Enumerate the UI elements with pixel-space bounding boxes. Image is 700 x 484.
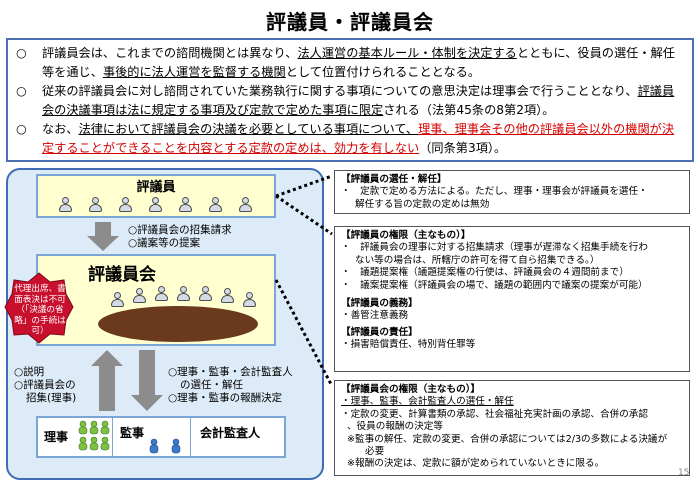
appointment-text: ○理事・監事・会計監査人 bbox=[168, 366, 293, 378]
explanation-text: ○説明 bbox=[14, 366, 45, 378]
person-icon bbox=[88, 197, 102, 212]
box-heading: 【評議員の義務】 bbox=[341, 298, 418, 310]
box-line: ・善管注意義務 bbox=[341, 310, 409, 322]
person-icon bbox=[178, 197, 192, 212]
director-label: 理事 bbox=[44, 430, 69, 444]
person-icon bbox=[118, 197, 132, 212]
dotted-connectors bbox=[274, 174, 334, 387]
arrow-down-icon bbox=[87, 222, 119, 251]
box-heading: 【評議員の権限（主なもの）】 bbox=[341, 230, 471, 241]
divider bbox=[112, 416, 113, 458]
arrow-down-icon bbox=[131, 350, 163, 411]
person-icon bbox=[154, 286, 168, 301]
person-icon bbox=[132, 288, 146, 303]
box-line: ※報酬の決定は、定款に額が定められていないときに限る。 bbox=[347, 458, 605, 470]
box-heading: 【評議員の責任】 bbox=[341, 326, 418, 338]
councilor-authority-box: 【評議員の権限（主なもの）】 ・ 評議員会の理事に対する招集請求（理事が遅滞なく… bbox=[334, 226, 690, 372]
person-icon bbox=[110, 292, 124, 307]
accounting-auditor-label: 会計監査人 bbox=[200, 426, 261, 440]
box-line: ・ 議案提案権（評議員会の場で、議題の範囲内で議案の提案が可能） bbox=[341, 279, 648, 291]
box-line: ・損害賠償責任、特別背任罪等 bbox=[341, 339, 476, 351]
box-line: ・理事、監事、会計監査人の選任・解任 bbox=[341, 396, 514, 408]
person-icon bbox=[208, 197, 222, 212]
bullet: ○ bbox=[16, 122, 27, 136]
box-line: ・ 定款で定める方法による。ただし、理事・理事会が評議員を選任・ bbox=[341, 186, 648, 198]
bullet: ○ bbox=[16, 46, 27, 60]
person-icon bbox=[242, 292, 256, 307]
remuneration-text: ○理事・監事の報酬決定 bbox=[168, 392, 283, 404]
summary-paragraph-2: ○従来の評議員会に対し諮問されていた業務執行に関する事項についての意思決定は理事… bbox=[16, 84, 675, 117]
appointment-text-2: の選任・解任 bbox=[180, 379, 243, 391]
proxy-warning-shape bbox=[4, 272, 74, 344]
auditor-label: 監事 bbox=[120, 426, 145, 440]
person-icon bbox=[58, 197, 72, 212]
councilor-label: 評議員 bbox=[136, 180, 176, 195]
proposal-text: ○議案等の提案 bbox=[128, 237, 201, 249]
councilor-appointment-box: 【評議員の選任・解任】 ・ 定款で定める方法による。ただし、理事・理事会が評議員… bbox=[334, 170, 690, 214]
meeting-table bbox=[98, 306, 258, 342]
summary-paragraph-3: ○なお、法律において評議員会の決議を必要としている事項について、理事、理事会その… bbox=[16, 122, 675, 155]
convocation-request-text: ○評議員会の招集請求 bbox=[128, 224, 232, 236]
box-line: ない等の場合は、所轄庁の許可を得て自ら招集できる。） bbox=[355, 254, 600, 266]
page-title: 評議員・評議員会 bbox=[266, 10, 434, 34]
officers-box bbox=[36, 416, 286, 458]
box-line: ・定款の変更、計算書類の承認、社会福祉充実計画の承認、合併の承認 bbox=[341, 408, 648, 420]
box-line: 必要 bbox=[365, 446, 385, 458]
box-line: 、役員の報酬の決定等 bbox=[347, 421, 443, 433]
summary-box: ○評議員会は、これまでの諮問機関とは異なり、法人運営の基本ルール・体制を決定する… bbox=[6, 38, 694, 162]
director-icons bbox=[78, 420, 110, 451]
council-meeting-label: 評議員会 bbox=[88, 265, 156, 285]
person-icon bbox=[176, 286, 190, 301]
box-line: ※監事の解任、定款の変更、合併の承認については2/3の多数による決議が bbox=[347, 433, 668, 445]
page-number: 15 bbox=[678, 468, 690, 478]
arrow-up-icon bbox=[91, 350, 123, 411]
box-line: 解任する旨の定款の定めは無効 bbox=[355, 198, 490, 210]
convocation-text: ○評議員会の bbox=[14, 379, 76, 391]
box-heading: 【評議員会の権限（主なもの）】 bbox=[341, 384, 481, 395]
box-heading: 【評議員の選任・解任】 bbox=[341, 174, 447, 185]
person-icon bbox=[238, 197, 252, 212]
convocation-text-2: 招集(理事) bbox=[26, 392, 77, 404]
person-icon bbox=[198, 286, 212, 301]
bullet: ○ bbox=[16, 84, 27, 98]
proxy-warning-text: 代理出席、書面表決は不可（「決議の省略」の手続は可） bbox=[14, 284, 66, 336]
auditor-icons bbox=[149, 438, 181, 454]
person-icon bbox=[220, 288, 234, 303]
box-line: ・ 評議員会の理事に対する招集請求（理事が遅滞なく招集手続を行わ bbox=[341, 242, 648, 254]
divider bbox=[190, 416, 191, 458]
box-line: ・ 議題提案権（議題提案権の行使は、評議員会の４週間前まで） bbox=[341, 267, 629, 279]
council-authority-box: 【評議員会の権限（主なもの）】 ・理事、監事、会計監査人の選任・解任 ・定款の変… bbox=[334, 380, 690, 476]
summary-paragraph-1: ○評議員会は、これまでの諮問機関とは異なり、法人運営の基本ルール・体制を決定する… bbox=[16, 46, 675, 79]
person-icon bbox=[148, 197, 162, 212]
